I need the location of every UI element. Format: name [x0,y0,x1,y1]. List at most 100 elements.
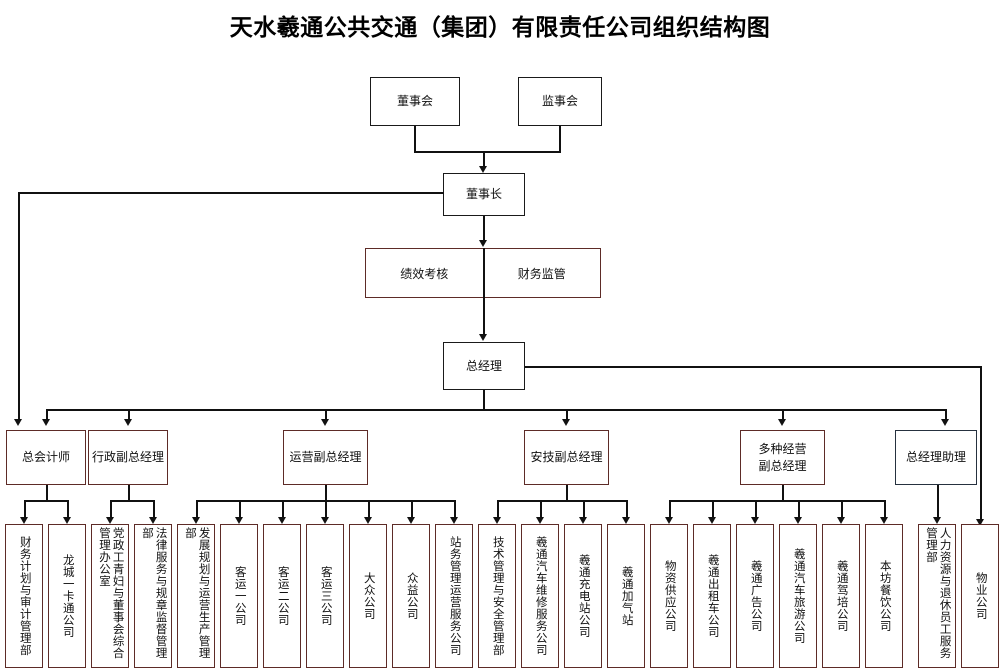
node-label: 总会计师 [21,450,70,465]
leaf-dept-12[interactable]: 羲通汽车维修服务公司 [521,524,559,668]
leaf-dept-17[interactable]: 羲通广告公司 [736,524,774,668]
leaf-dept-2[interactable]: 党政工青妇与董事会综合管理办公室 [91,524,129,668]
node-general-manager[interactable]: 总经理 [443,342,525,390]
leaf-dept-16[interactable]: 羲通出租车公司 [693,524,731,668]
oversight-financial-supervision[interactable]: 财务监管 [482,249,601,297]
arrow-head [14,419,22,426]
arrow-head [321,419,329,426]
connector-v [325,500,327,519]
connector-v [483,216,485,242]
leaf-dept-4[interactable]: 发展规划与运营生产管理部 [177,524,215,668]
connector-v [798,500,800,519]
leaf-label: 法律服务与规章监督管理部 [141,527,167,659]
arrow-head [124,419,132,426]
connector-v [755,500,757,519]
connector-h-gm-right [525,366,982,368]
node-admin-deputy-gm[interactable]: 行政副总经理 [88,430,168,485]
leaf-dept-18[interactable]: 羲通汽车旅游公司 [779,524,817,668]
connector-h-chairman-left [18,192,444,194]
node-label: 绩效考核 [400,266,449,281]
leaf-dept-7[interactable]: 客运三公司 [306,524,344,668]
connector-v [937,485,939,519]
leaf-dept-3[interactable]: 法律服务与规章监督管理部 [134,524,172,668]
arrow-head [106,517,114,524]
arrow-head [751,517,759,524]
connector-v [239,500,241,519]
node-diversified-business-deputy-gm[interactable]: 多种经营 副总经理 [740,430,825,485]
connector-h-sub-bus [497,500,628,502]
leaf-label: 羲通汽车旅游公司 [792,548,805,644]
connector-v [46,485,48,501]
node-chief-accountant[interactable]: 总会计师 [6,430,86,485]
leaf-dept-8[interactable]: 大众公司 [349,524,387,668]
leaf-label: 羲通出租车公司 [706,554,719,638]
arrow-head [149,517,157,524]
connector-v [669,500,671,519]
connector-v [67,500,69,519]
arrow-head [976,519,984,526]
connector-v [128,485,130,501]
node-board-of-supervisors[interactable]: 监事会 [518,77,602,126]
arrow-head [665,517,673,524]
node-label: 董事长 [465,187,502,202]
node-label: 财务监管 [517,266,566,281]
node-board-of-directors[interactable]: 董事会 [370,77,460,126]
connector-v [110,500,112,519]
leaf-label: 人力资源与退休员工服务管理部 [925,527,951,659]
connector-v [841,500,843,519]
node-gm-assistant[interactable]: 总经理助理 [895,430,977,485]
leaf-label: 羲通加气站 [620,566,633,626]
leaf-dept-10[interactable]: 站务管理运营服务公司 [435,524,473,668]
arrow-head [192,517,200,524]
connector-v [325,485,327,501]
arrow-head [42,419,50,426]
oversight-performance-review[interactable]: 绩效考核 [366,249,483,297]
node-safety-tech-deputy-gm[interactable]: 安技副总经理 [524,430,609,485]
connector-v-gm-right [980,366,982,521]
leaf-dept-1[interactable]: 龙城一卡通公司 [48,524,86,668]
arrow-head [63,517,71,524]
node-operations-deputy-gm[interactable]: 运营副总经理 [283,430,368,485]
connector-h-sub-bus [110,500,155,502]
arrow-head [20,517,28,524]
connector-v [782,409,784,421]
connector-h-sub-bus [24,500,68,502]
connector-h [414,151,561,153]
arrow-head [941,419,949,426]
node-label: 总经理 [465,358,502,373]
leaf-label: 客运三公司 [319,566,332,626]
page-title: 天水羲通公共交通（集团）有限责任公司组织结构图 [229,14,771,40]
leaf-label: 站务管理运营服务公司 [448,536,461,656]
leaf-dept-6[interactable]: 客运二公司 [263,524,301,668]
connector-v [414,126,416,152]
leaf-dept-0[interactable]: 财务计划与审计管理部 [5,524,43,668]
leaf-dept-9[interactable]: 众益公司 [392,524,430,668]
arrow-head [479,334,487,341]
arrow-head [479,166,487,173]
connector-v [626,500,628,519]
connector-v [454,500,456,519]
connector-v [153,500,155,519]
arrow-head [794,517,802,524]
leaf-dept-21[interactable]: 人力资源与退休员工服务管理部 [918,524,956,668]
leaf-label: 羲通广告公司 [749,560,762,632]
node-label: 监事会 [541,94,578,109]
leaf-dept-13[interactable]: 羲通充电站公司 [564,524,602,668]
leaf-dept-15[interactable]: 物资供应公司 [650,524,688,668]
connector-v [46,409,48,421]
arrow-head [708,517,716,524]
leaf-label: 财务计划与审计管理部 [18,536,31,656]
connector-v [566,409,568,421]
leaf-dept-22[interactable]: 物业公司 [961,524,999,668]
leaf-dept-5[interactable]: 客运一公司 [220,524,258,668]
arrow-head [880,517,888,524]
leaf-label: 客运二公司 [276,566,289,626]
leaf-dept-19[interactable]: 羲通驾培公司 [822,524,860,668]
leaf-dept-11[interactable]: 技术管理与安全管理部 [478,524,516,668]
node-chairman[interactable]: 董事长 [443,173,525,216]
node-label: 行政副总经理 [91,450,164,465]
leaf-dept-20[interactable]: 本坊餐饮公司 [865,524,903,668]
leaf-dept-14[interactable]: 羲通加气站 [607,524,645,668]
node-label: 总经理助理 [905,450,966,465]
